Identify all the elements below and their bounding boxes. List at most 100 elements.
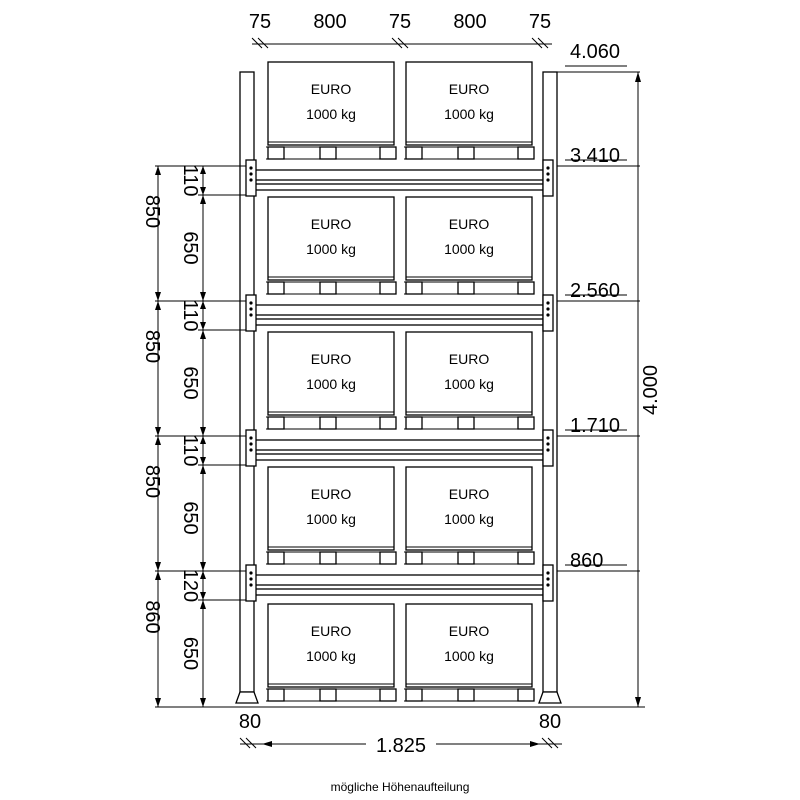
beam-height-label: 120 bbox=[179, 569, 201, 602]
connector-hole bbox=[546, 172, 550, 176]
level-height-label: 2.560 bbox=[570, 280, 620, 302]
beam bbox=[253, 439, 544, 451]
pallet-box bbox=[405, 466, 533, 551]
top-dimension-label: 75 bbox=[249, 11, 271, 33]
foot-left bbox=[235, 691, 259, 704]
connector-hole bbox=[546, 583, 550, 587]
rack-structure bbox=[160, 71, 570, 708]
pallet-block bbox=[267, 146, 285, 160]
pallet-block bbox=[267, 281, 285, 295]
beam-height-label: 110 bbox=[179, 435, 201, 467]
pallet-block bbox=[457, 551, 475, 565]
pallet-box bbox=[267, 603, 395, 688]
level-pitch-label: 860 bbox=[141, 600, 163, 633]
pallet-type-label: EURO bbox=[311, 623, 352, 639]
level-pitch-label: 850 bbox=[141, 330, 163, 363]
upright-width-right: 80 bbox=[539, 711, 561, 733]
pallet-block bbox=[379, 146, 397, 160]
pallet-block bbox=[319, 146, 337, 160]
pallet-block bbox=[267, 688, 285, 702]
pallet-load-label: 1000 kg bbox=[306, 648, 356, 664]
top-dimension-line bbox=[251, 37, 552, 49]
pallet-box bbox=[405, 603, 533, 688]
pallet-box bbox=[267, 466, 395, 551]
top-dimension-label: 800 bbox=[453, 11, 486, 33]
pallet-block bbox=[405, 416, 423, 430]
connector-hole bbox=[546, 577, 550, 581]
connector-hole bbox=[546, 436, 550, 440]
pallet-type-label: EURO bbox=[311, 486, 352, 502]
pallet-block bbox=[319, 281, 337, 295]
beam-connector bbox=[245, 294, 257, 332]
level-pitch-label: 850 bbox=[141, 465, 163, 498]
connector-hole bbox=[249, 178, 253, 182]
clear-height-label: 650 bbox=[179, 366, 201, 399]
pallet-block bbox=[457, 281, 475, 295]
level-height-label: 1.710 bbox=[570, 415, 620, 437]
connector-hole bbox=[249, 448, 253, 452]
pallet: EURO 1000 kg bbox=[266, 603, 397, 702]
connector-hole bbox=[546, 178, 550, 182]
pallet-block bbox=[457, 146, 475, 160]
beam-lower-flange bbox=[253, 453, 544, 461]
pallet-type-label: EURO bbox=[449, 351, 490, 367]
total-width-label: 1.825 bbox=[376, 735, 426, 757]
connector-hole bbox=[249, 307, 253, 311]
pallet-load-label: 1000 kg bbox=[444, 376, 494, 392]
pallet-box bbox=[267, 331, 395, 416]
pallet-type-label: EURO bbox=[311, 81, 352, 97]
total-height-label: 4.000 bbox=[640, 365, 662, 415]
pallet-box bbox=[267, 196, 395, 281]
beam-lower-flange bbox=[253, 183, 544, 191]
pallet-block bbox=[319, 551, 337, 565]
pallet-block bbox=[405, 146, 423, 160]
connector-hole bbox=[546, 166, 550, 170]
connector-hole bbox=[546, 448, 550, 452]
pallet-block bbox=[517, 416, 535, 430]
pallet-type-label: EURO bbox=[449, 486, 490, 502]
pallet-block bbox=[319, 416, 337, 430]
level-pitch-label: 850 bbox=[141, 195, 163, 228]
pallet-load-label: 1000 kg bbox=[306, 376, 356, 392]
pallet-load-label: 1000 kg bbox=[306, 511, 356, 527]
pallet-block bbox=[517, 146, 535, 160]
pallet-type-label: EURO bbox=[449, 623, 490, 639]
pallet: EURO 1000 kg bbox=[266, 61, 397, 160]
pallet-block bbox=[517, 688, 535, 702]
right-dimension-lines bbox=[557, 65, 645, 708]
pallet-block bbox=[267, 416, 285, 430]
pallet: EURO 1000 kg bbox=[404, 331, 535, 430]
level-height-label: 860 bbox=[570, 550, 603, 572]
pallet-block bbox=[379, 416, 397, 430]
pallet-load-label: 1000 kg bbox=[306, 241, 356, 257]
clear-height-label: 650 bbox=[179, 501, 201, 534]
pallet-block bbox=[405, 551, 423, 565]
pallet: EURO 1000 kg bbox=[266, 466, 397, 565]
beam bbox=[253, 574, 544, 586]
pallet-load-label: 1000 kg bbox=[306, 106, 356, 122]
beam-connector bbox=[542, 159, 554, 197]
pallet: EURO 1000 kg bbox=[266, 196, 397, 295]
pallet-block bbox=[379, 688, 397, 702]
pallet-block bbox=[457, 688, 475, 702]
beam-height-label: 110 bbox=[179, 300, 201, 332]
level-height-label: 4.060 bbox=[570, 41, 620, 63]
pallet-block bbox=[457, 416, 475, 430]
foot-right bbox=[538, 691, 562, 704]
pallet-type-label: EURO bbox=[449, 81, 490, 97]
pallet-type-label: EURO bbox=[311, 216, 352, 232]
beam-connector bbox=[245, 564, 257, 602]
caption: mögliche Höhenaufteilung bbox=[331, 780, 470, 794]
pallet-type-label: EURO bbox=[311, 351, 352, 367]
beam-lower-flange bbox=[253, 318, 544, 326]
beam bbox=[253, 169, 544, 181]
pallet-load-label: 1000 kg bbox=[444, 241, 494, 257]
pallet-block bbox=[379, 281, 397, 295]
pallet-block bbox=[267, 551, 285, 565]
pallet-block bbox=[405, 688, 423, 702]
